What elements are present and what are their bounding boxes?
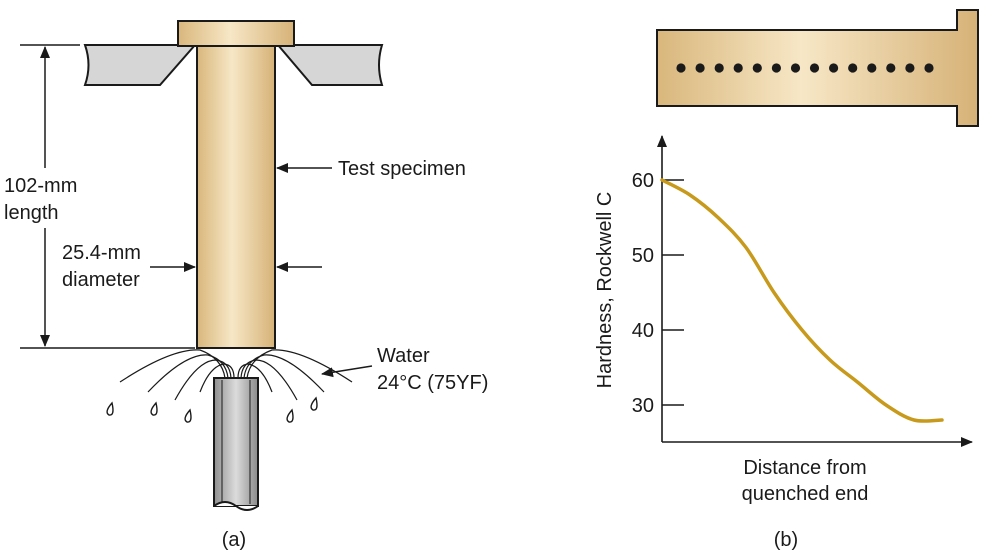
indentation-dot (829, 63, 839, 73)
indentation-dot (924, 63, 934, 73)
indentation-dot (676, 63, 686, 73)
indentation-dot (867, 63, 877, 73)
y-tick-label: 50 (632, 245, 654, 267)
caption-a: (a) (222, 529, 246, 551)
fixture-right-plate (275, 44, 384, 86)
water-label-line1: Water (377, 345, 430, 367)
fixture-left-plate (83, 44, 198, 86)
hardness-indentations (676, 63, 934, 73)
y-tick-label: 30 (632, 395, 654, 417)
diameter-label-line1: 25.4-mm (62, 242, 141, 264)
panel-b: 60 50 40 30 Hardness, Rockwell C Distance f… (594, 9, 979, 551)
y-tick-label: 60 (632, 170, 654, 192)
water-spray (119, 349, 353, 401)
indentation-dot (905, 63, 915, 73)
indentation-dot (771, 63, 782, 73)
specimen-label: Test specimen (338, 158, 466, 180)
water-arrow (321, 365, 373, 378)
test-specimen (196, 44, 276, 349)
specimen-flange (177, 20, 295, 47)
indentation-dot (790, 63, 801, 73)
y-axis-label: Hardness, Rockwell C (594, 192, 616, 389)
diameter-label-line2: diameter (62, 269, 140, 291)
indentation-dot (848, 63, 858, 73)
y-tick-label: 40 (632, 320, 654, 342)
length-label-line2: length (4, 202, 59, 224)
water-droplets (106, 396, 318, 423)
indentation-dot (733, 63, 743, 73)
hardness-curve (660, 178, 944, 423)
y-ticks: 60 50 40 30 (632, 170, 684, 417)
water-pipe (213, 377, 259, 507)
indentation-dot (886, 63, 896, 73)
indentation-dot (752, 63, 762, 73)
caption-b: (b) (774, 529, 798, 551)
water-pipe-break (213, 501, 259, 511)
length-label-line1: 102-mm (4, 175, 77, 197)
indentation-dot (714, 63, 724, 73)
indentation-dot (809, 63, 820, 73)
water-label-line2: 24°C (75ΥF) (377, 372, 488, 394)
panel-a: 102-mm length 25.4-mm diameter Test spec… (4, 20, 488, 551)
x-axis-label-line2: quenched end (742, 483, 869, 505)
indentation-dot (695, 63, 705, 73)
x-axis-label-line1: Distance from (743, 457, 866, 479)
